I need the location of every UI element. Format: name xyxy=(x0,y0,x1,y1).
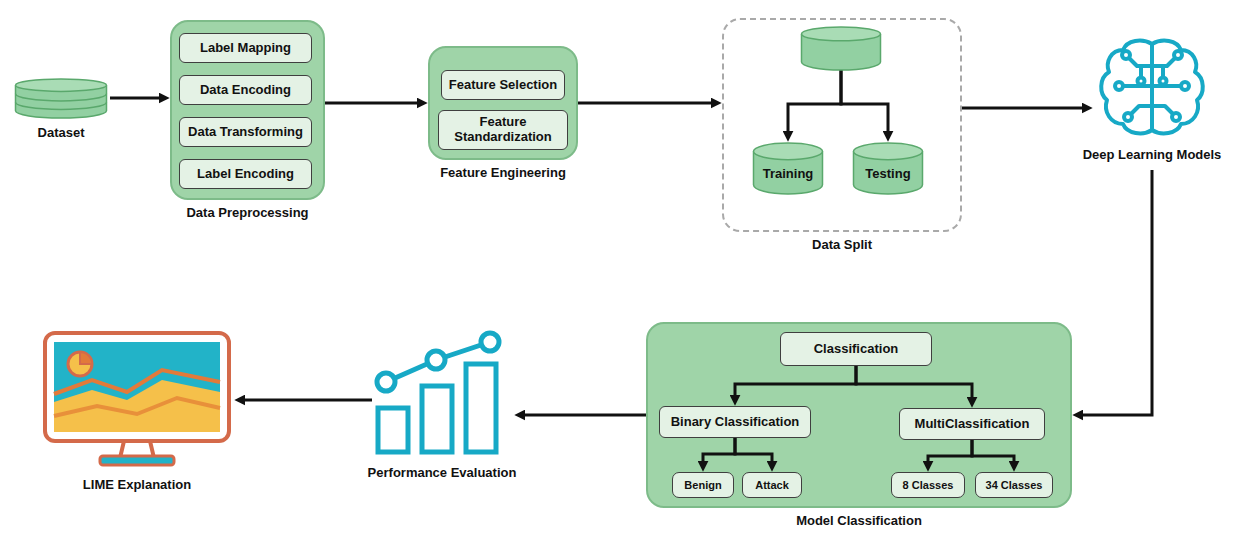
icon-svg xyxy=(1097,36,1207,140)
box-label: Label Mapping xyxy=(200,41,291,56)
dataset-cylinder: Testing xyxy=(852,142,924,194)
class-box: Benign xyxy=(672,472,734,498)
monitor-illustration xyxy=(45,333,229,465)
box-label: Data Encoding xyxy=(200,83,291,98)
box-label: Label Encoding xyxy=(197,167,294,182)
flow-arrow xyxy=(735,366,856,398)
caption-wrap: Data Preprocessing xyxy=(186,205,308,221)
box-label: Attack xyxy=(755,479,789,492)
chart-icon: Performance Evaluation xyxy=(372,330,512,458)
process-group: Data PreprocessingLabel MappingData Enco… xyxy=(170,20,325,200)
flow-arrow xyxy=(972,440,1014,464)
node-caption: Data Preprocessing xyxy=(186,205,308,220)
flow-arrow xyxy=(962,107,1085,110)
caption-wrap: Performance Evaluation xyxy=(368,465,517,481)
process-box: MultiClassification xyxy=(899,408,1045,440)
caption-wrap: Deep Learning Models xyxy=(1083,147,1222,163)
caption-wrap: Dataset xyxy=(38,125,85,141)
cylinder-svg xyxy=(800,26,882,70)
caption-wrap: Model Classification xyxy=(796,513,922,529)
process-box: Label Encoding xyxy=(179,159,312,189)
box-label: Data Transforming xyxy=(188,125,303,140)
process-box: Feature Selection xyxy=(441,70,565,100)
class-box: 34 Classes xyxy=(975,472,1053,498)
bar-chart-icon xyxy=(377,333,499,452)
process-box: Data Transforming xyxy=(179,117,312,147)
box-label: 8 Classes xyxy=(903,479,954,492)
process-group: Model ClassificationClassificationBinary… xyxy=(646,322,1072,508)
flow-arrow xyxy=(841,70,888,134)
node-caption: Performance Evaluation xyxy=(368,465,517,480)
flow-arrow xyxy=(856,366,972,400)
flow-arrow xyxy=(703,438,735,464)
dataset-cylinder: Dataset xyxy=(14,78,108,118)
monitor-icon: LIME Explanation xyxy=(42,330,232,470)
caption-wrap: Feature Engineering xyxy=(440,165,566,181)
node-caption: Feature Engineering xyxy=(440,165,566,180)
process-box: Classification xyxy=(780,332,932,366)
box-label: Classification xyxy=(814,342,899,357)
box-label: Benign xyxy=(684,479,721,492)
brain-icon: Deep Learning Models xyxy=(1097,36,1207,140)
caption-wrap: Data Split xyxy=(812,237,872,253)
cylinder-shape xyxy=(802,27,881,70)
flow-arrow xyxy=(242,399,372,402)
box-label: Training xyxy=(763,167,814,182)
box-label: Testing xyxy=(865,167,910,182)
cylinder-shape xyxy=(854,143,923,194)
brain-outline xyxy=(1101,41,1203,134)
flow-arrow xyxy=(578,102,714,105)
cylinder-shape xyxy=(16,79,107,118)
cylinder-shape xyxy=(754,143,823,194)
flow-arrow xyxy=(522,414,646,417)
box-label: MultiClassification xyxy=(915,417,1030,432)
box-label: Feature Selection xyxy=(449,78,557,93)
flow-arrow xyxy=(1080,170,1152,415)
split-group: Data SplitTrainingTesting xyxy=(722,18,962,232)
class-box: 8 Classes xyxy=(891,472,965,498)
dataset-cylinder: Training xyxy=(752,142,824,194)
caption-wrap: LIME Explanation xyxy=(83,477,191,493)
process-box: Label Mapping xyxy=(179,33,312,63)
node-caption: Data Split xyxy=(812,237,872,252)
node-caption: Model Classification xyxy=(796,513,922,528)
flow-arrow xyxy=(110,97,162,100)
icon-svg xyxy=(42,330,232,470)
box-label: 34 Classes xyxy=(986,479,1043,492)
flow-arrow xyxy=(788,70,841,134)
flow-arrow xyxy=(735,438,772,464)
flow-arrow xyxy=(928,440,972,464)
process-group: Feature EngineeringFeature SelectionFeat… xyxy=(428,46,578,160)
class-box: Attack xyxy=(742,472,802,498)
process-box: Binary Classification xyxy=(659,406,811,438)
icon-svg xyxy=(372,330,512,458)
node-caption: LIME Explanation xyxy=(83,477,191,492)
box-label: Feature Standardization xyxy=(444,115,562,145)
icon-svg xyxy=(14,78,108,118)
flow-arrow xyxy=(325,102,420,105)
dataset-cylinder xyxy=(800,26,882,70)
box-label: Binary Classification xyxy=(671,415,800,430)
node-caption: Deep Learning Models xyxy=(1083,147,1222,162)
node-caption: Dataset xyxy=(38,125,85,140)
process-box: Feature Standardization xyxy=(438,110,568,150)
process-box: Data Encoding xyxy=(179,75,312,105)
